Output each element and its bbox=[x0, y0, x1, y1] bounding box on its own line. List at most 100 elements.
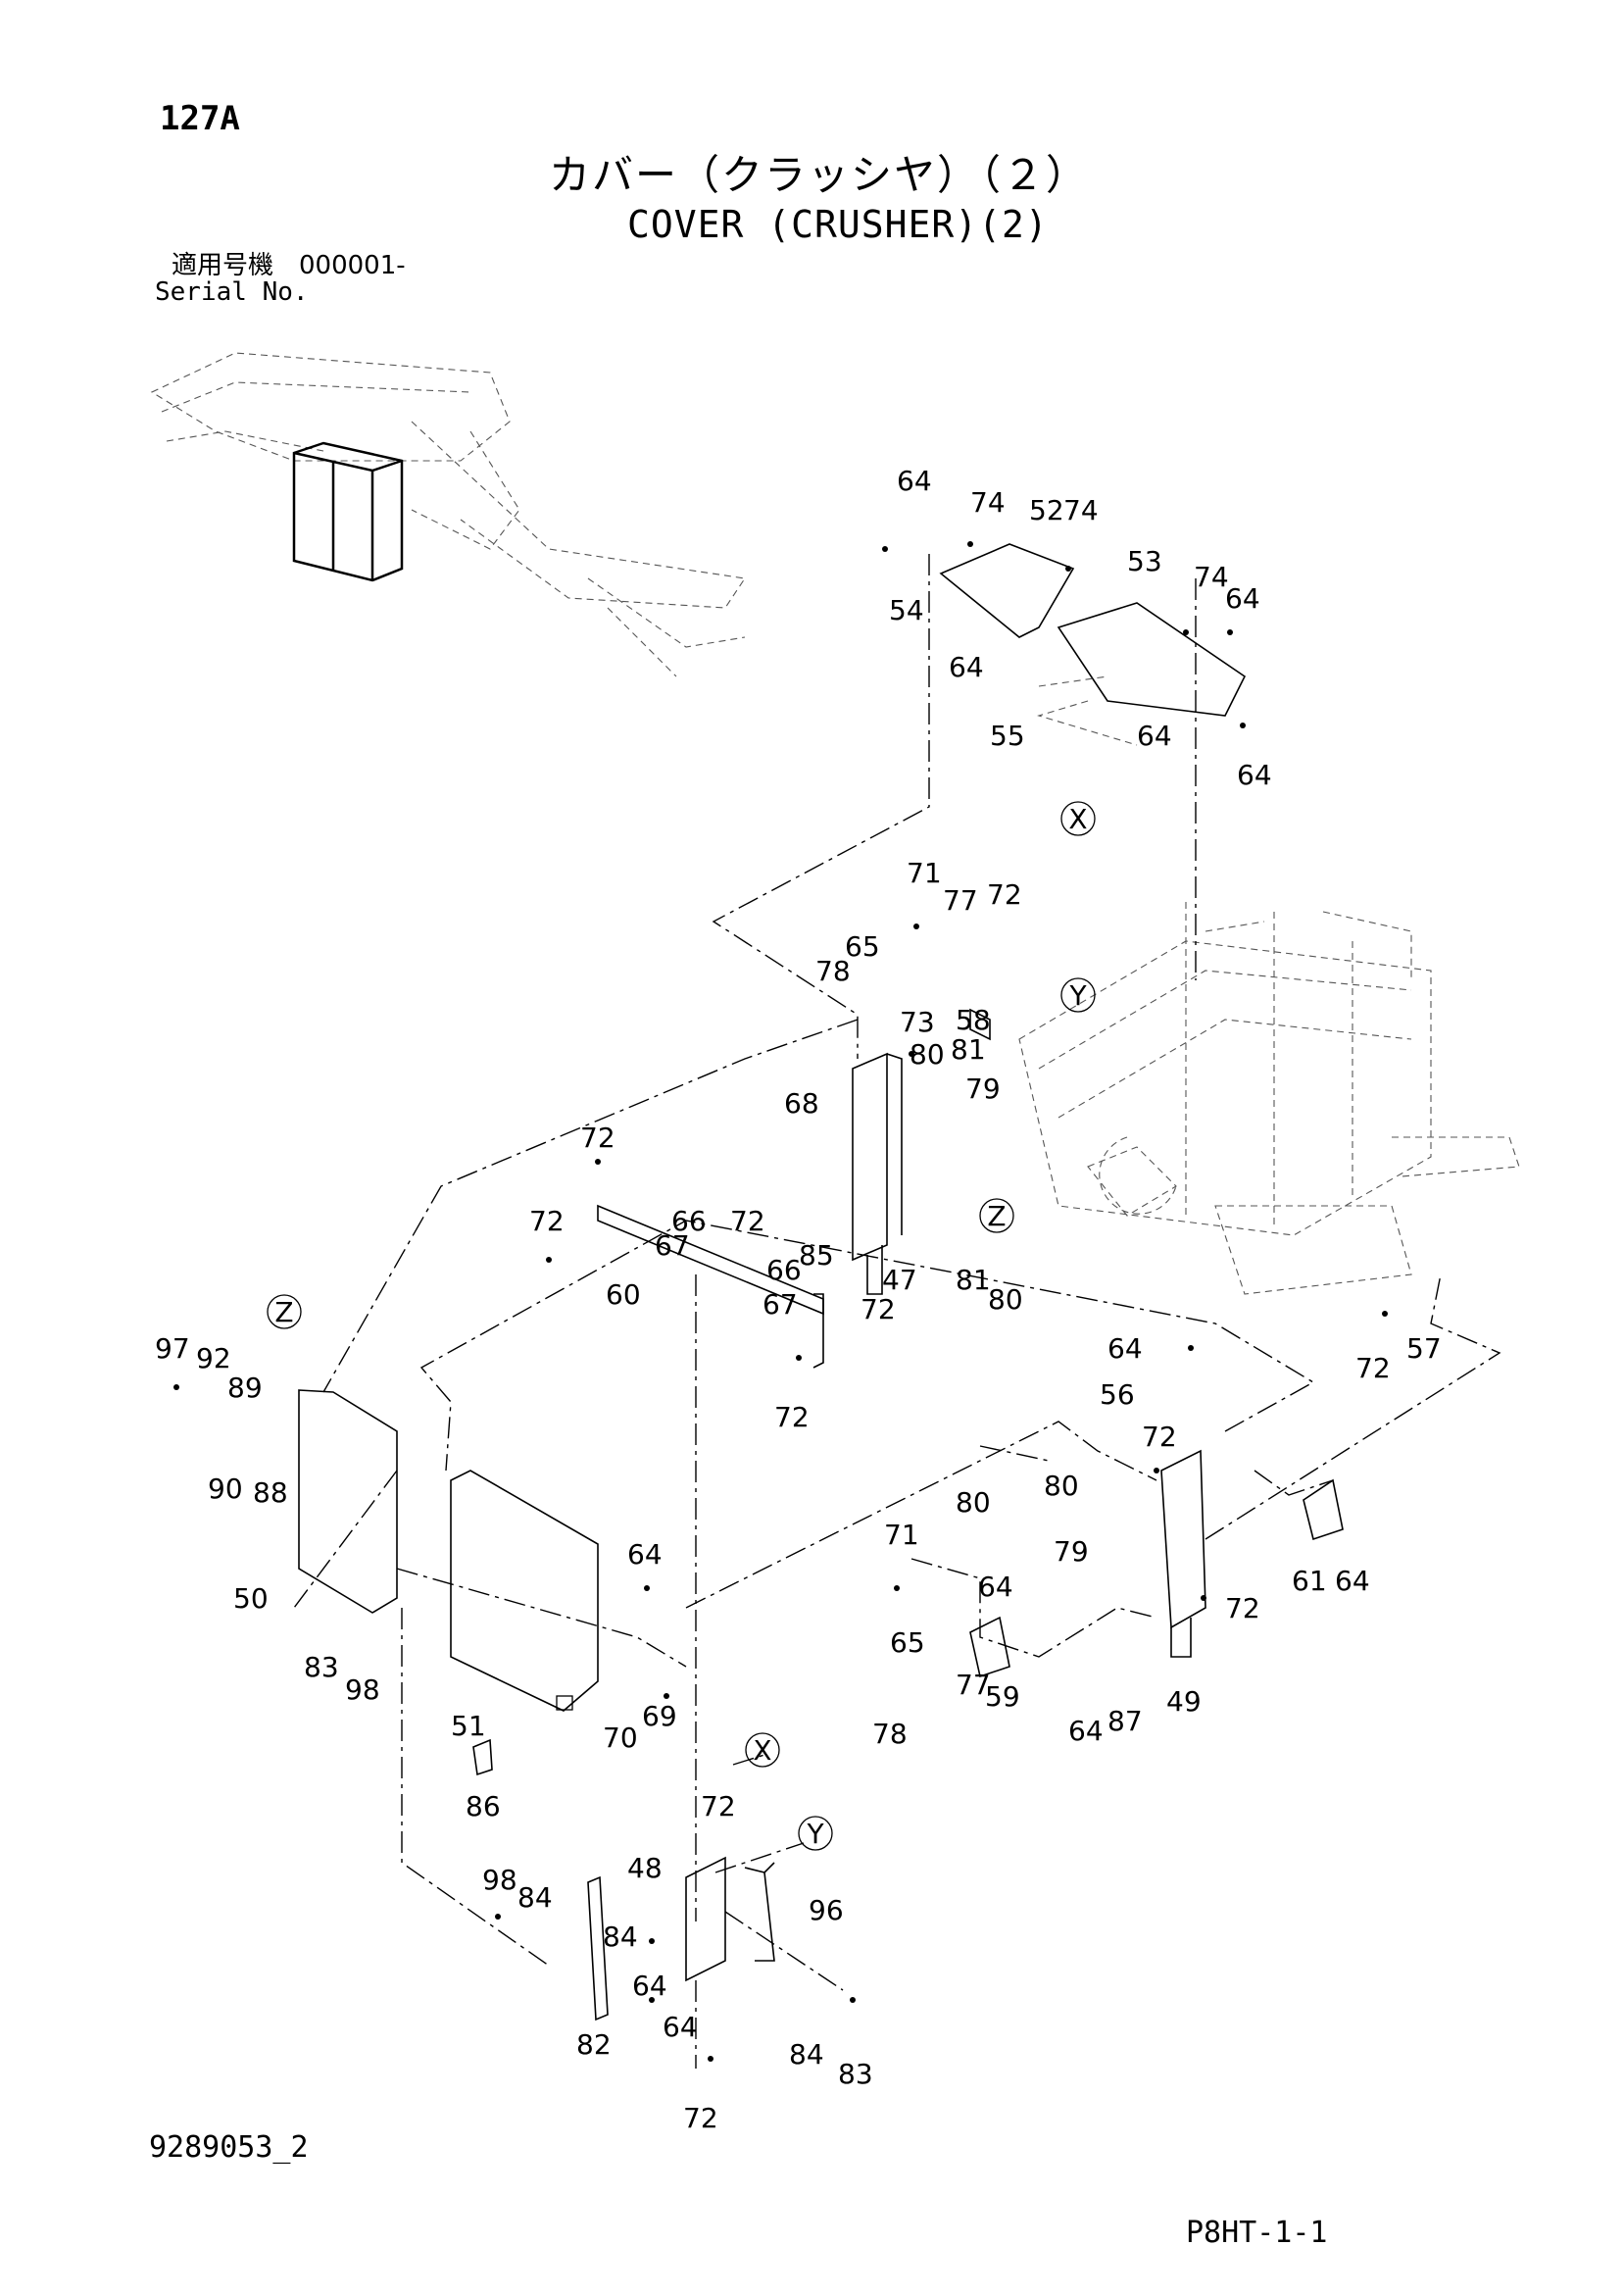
callout-72-a: 72 bbox=[987, 878, 1022, 911]
callout-73: 73 bbox=[900, 1006, 935, 1038]
callout-55: 55 bbox=[990, 720, 1025, 752]
callout-80-a: 80 bbox=[910, 1038, 945, 1071]
callout-72-k: 72 bbox=[683, 2102, 718, 2134]
callout-80-c: 80 bbox=[1044, 1470, 1079, 1502]
svg-text:Y: Y bbox=[806, 1818, 824, 1850]
callout-65-a: 65 bbox=[845, 930, 880, 963]
reference-mark-z-panel: Z bbox=[267, 1294, 302, 1329]
title-english: COVER (CRUSHER)(2) bbox=[627, 203, 1049, 246]
callout-64-g: 64 bbox=[1335, 1565, 1370, 1597]
top-cover-plates bbox=[939, 543, 1247, 746]
callout-72-g: 72 bbox=[1142, 1421, 1177, 1453]
callout-83-a: 83 bbox=[304, 1651, 339, 1683]
part-callouts: 47 48 49 50 51 52 53 54 55 56 57 58 59 6… bbox=[155, 465, 1442, 2134]
callout-96: 96 bbox=[809, 1894, 844, 1926]
callout-70: 70 bbox=[603, 1722, 638, 1754]
callout-72-f: 72 bbox=[774, 1401, 810, 1433]
callout-80-d: 80 bbox=[956, 1486, 991, 1519]
callout-85: 85 bbox=[799, 1239, 834, 1272]
assembly-leader-lines bbox=[293, 554, 1501, 2069]
callout-72-d: 72 bbox=[730, 1205, 765, 1237]
callout-77-b: 77 bbox=[956, 1669, 991, 1701]
callout-48: 48 bbox=[627, 1852, 663, 1884]
callout-64-i: 64 bbox=[978, 1571, 1013, 1603]
serial-label-english: Serial No. bbox=[155, 277, 309, 307]
svg-text:Z: Z bbox=[987, 1200, 1006, 1232]
callout-72-i: 72 bbox=[1225, 1592, 1260, 1624]
side-cover-panels bbox=[298, 1389, 599, 1776]
callout-53: 53 bbox=[1127, 545, 1162, 577]
callout-59: 59 bbox=[985, 1680, 1020, 1713]
callout-89: 89 bbox=[227, 1372, 263, 1404]
callout-98-b: 98 bbox=[482, 1864, 517, 1896]
machine-overview-thumbnail bbox=[150, 352, 746, 677]
callout-64-b: 64 bbox=[949, 651, 984, 683]
callout-72-h: 72 bbox=[1355, 1352, 1391, 1384]
callout-64-a: 64 bbox=[897, 465, 932, 497]
callout-98-a: 98 bbox=[345, 1673, 380, 1706]
callout-56: 56 bbox=[1100, 1378, 1135, 1411]
callout-72-b: 72 bbox=[580, 1122, 615, 1154]
callout-79-b: 79 bbox=[1054, 1535, 1089, 1568]
callout-71-b: 71 bbox=[884, 1519, 919, 1551]
callout-71-a: 71 bbox=[907, 857, 942, 889]
callout-64-k: 64 bbox=[632, 1970, 667, 2002]
callout-72-e: 72 bbox=[861, 1293, 896, 1325]
callout-84-a: 84 bbox=[517, 1881, 553, 1914]
callout-74-c: 74 bbox=[1194, 561, 1229, 593]
callout-64-l: 64 bbox=[663, 2011, 698, 2043]
callout-77-a: 77 bbox=[943, 884, 978, 917]
reference-mark-x-lower: X bbox=[745, 1732, 780, 1768]
callout-50: 50 bbox=[233, 1582, 269, 1615]
callout-78-a: 78 bbox=[815, 955, 851, 987]
callout-82: 82 bbox=[576, 2028, 612, 2061]
callout-80-b: 80 bbox=[988, 1283, 1023, 1316]
page-id: 127A bbox=[160, 99, 240, 138]
callout-64-c: 64 bbox=[1225, 582, 1260, 615]
callout-57: 57 bbox=[1406, 1332, 1442, 1365]
callout-49: 49 bbox=[1166, 1685, 1202, 1718]
serial-label-japanese: 適用号機 000001- bbox=[172, 251, 406, 280]
callout-97: 97 bbox=[155, 1332, 190, 1365]
reference-mark-y-frame: Y bbox=[1060, 977, 1096, 1013]
callout-64-h: 64 bbox=[627, 1538, 663, 1571]
posts-and-brackets bbox=[597, 1008, 1344, 1678]
callout-74-a: 74 bbox=[970, 486, 1006, 519]
callout-88: 88 bbox=[253, 1476, 288, 1509]
callout-67-a: 67 bbox=[655, 1229, 690, 1262]
callout-84-b: 84 bbox=[603, 1921, 638, 1953]
svg-text:Y: Y bbox=[1068, 979, 1087, 1012]
callout-54: 54 bbox=[889, 594, 924, 626]
callout-51: 51 bbox=[451, 1710, 486, 1742]
svg-text:X: X bbox=[753, 1734, 771, 1767]
callout-74-b: 74 bbox=[1063, 494, 1099, 526]
callout-64-j: 64 bbox=[1068, 1715, 1104, 1747]
callout-47: 47 bbox=[882, 1264, 917, 1296]
callout-86: 86 bbox=[466, 1790, 501, 1822]
handle-and-lower-bracket bbox=[587, 1856, 775, 2021]
drawing-number: 9289053_2 bbox=[149, 2130, 309, 2165]
callout-78-b: 78 bbox=[872, 1718, 908, 1750]
callout-84-c: 84 bbox=[789, 2038, 824, 2071]
callout-92: 92 bbox=[196, 1342, 231, 1374]
reference-mark-y-lower: Y bbox=[798, 1816, 833, 1851]
fastener-points bbox=[173, 541, 1388, 2062]
callout-64-f: 64 bbox=[1107, 1332, 1143, 1365]
reference-mark-z-frame: Z bbox=[979, 1198, 1014, 1233]
callout-72-c: 72 bbox=[529, 1205, 565, 1237]
callout-64-e: 64 bbox=[1237, 759, 1272, 791]
callout-61: 61 bbox=[1292, 1565, 1327, 1597]
callout-58: 58 bbox=[956, 1004, 991, 1036]
callout-81-b: 81 bbox=[956, 1264, 991, 1296]
callout-64-d: 64 bbox=[1137, 720, 1172, 752]
callout-66-b: 66 bbox=[766, 1254, 802, 1286]
callout-90: 90 bbox=[208, 1472, 243, 1505]
callout-52: 52 bbox=[1029, 494, 1064, 526]
callout-66-a: 66 bbox=[671, 1205, 707, 1237]
callout-69: 69 bbox=[642, 1700, 677, 1732]
callout-72-j: 72 bbox=[701, 1790, 736, 1822]
callout-81-a: 81 bbox=[951, 1033, 986, 1066]
svg-text:Z: Z bbox=[274, 1296, 293, 1328]
page-code: P8HT-1-1 bbox=[1186, 2216, 1328, 2250]
